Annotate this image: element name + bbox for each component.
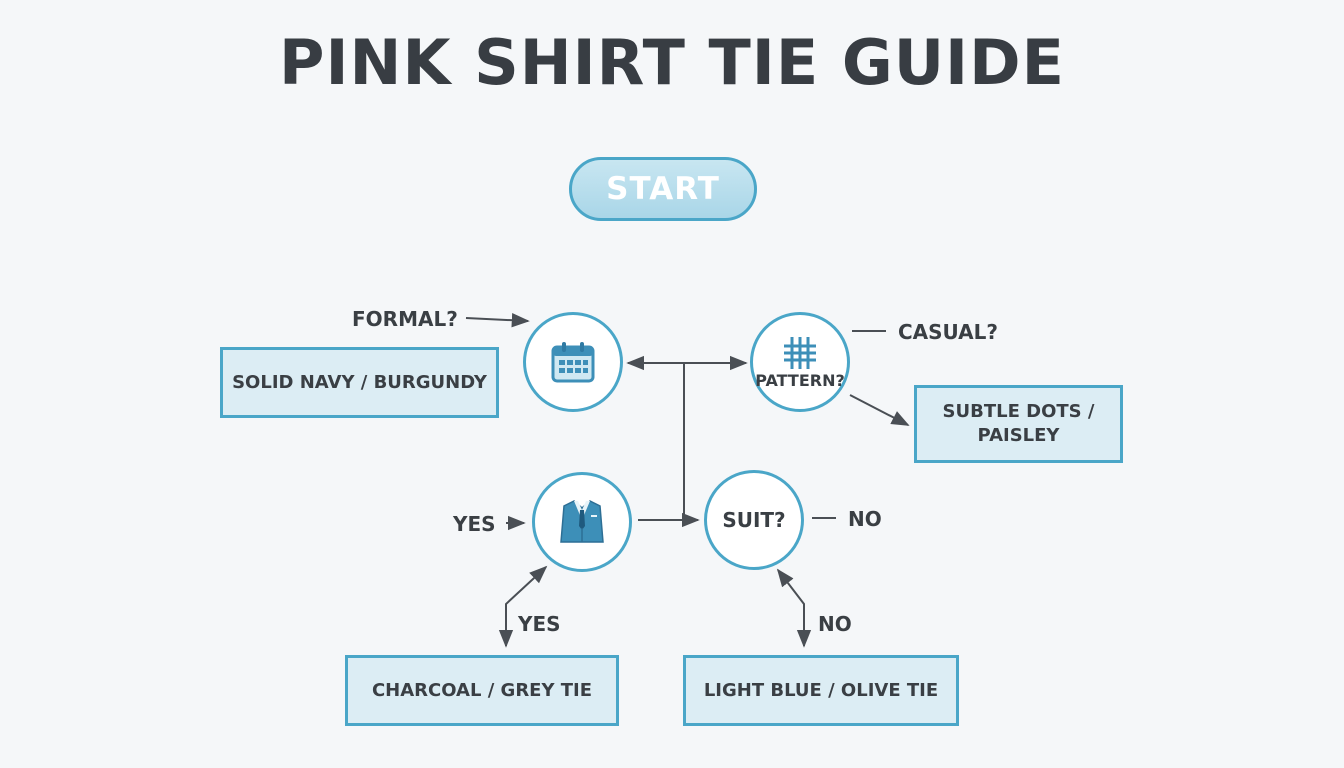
formal-label: FORMAL? [352,307,458,331]
pattern-subtle-arrow [849,394,910,426]
yes-label-bottom: YES [518,612,561,636]
center-connector [638,363,685,521]
pattern-label: PATTERN? [755,370,845,390]
outcome-label-line1: SUBTLE DOTS / [942,401,1095,422]
no-label-bottom: NO [818,612,852,636]
decision-suit-jacket[interactable] [532,472,632,572]
outcome-solid-navy-burgundy: SOLID NAVY / BURGUNDY [220,347,499,418]
outcome-subtle-dots-paisley: SUBTLE DOTS / PAISLEY [914,385,1123,463]
outcome-label: SOLID NAVY / BURGUNDY [232,371,487,393]
outcome-label-line2: PAISLEY [977,425,1060,446]
outcome-label: LIGHT BLUE / OLIVE TIE [703,679,939,701]
casual-label: CASUAL? [898,320,999,344]
suit-jacket-icon [560,500,604,543]
no-label-right: NO [848,507,882,531]
decision-pattern[interactable]: PATTERN? [750,312,850,412]
plaid-pattern-icon [784,336,816,369]
page-title: PINK SHIRT TIE GUIDE [279,26,1065,99]
decision-suit[interactable]: SUIT? [704,470,804,570]
decision-formal-calendar[interactable] [523,312,623,412]
suit-label: SUIT? [722,508,786,532]
start-button[interactable]: START [569,157,757,221]
formal-arrow [465,313,530,328]
calendar-icon [551,342,595,383]
lightblue-suit-arrow [776,568,812,648]
outcome-charcoal-grey-tie: CHARCOAL / GREY TIE [345,655,619,726]
yes-label-left: YES [453,512,496,536]
outcome-light-blue-olive-tie: LIGHT BLUE / OLIVE TIE [683,655,959,726]
outcome-label: CHARCOAL / GREY TIE [371,679,593,701]
